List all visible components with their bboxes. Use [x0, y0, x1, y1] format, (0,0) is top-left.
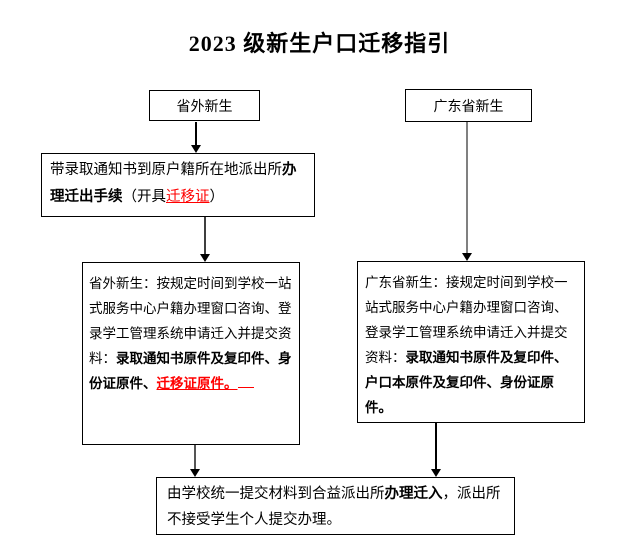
arrow-head-icon [431, 469, 441, 477]
bottom-text-normal-2: ，派出所不接受学生个人提交办理。 [167, 486, 501, 528]
notice-text-normal-2: （开具 [122, 189, 167, 205]
arrow-out-of-province-to-notice [190, 122, 202, 153]
node-school-unified-submission: 由学校统一提交材料到合益派出所办理迁入，派出所不接受学生个人提交办理。 [156, 477, 515, 535]
node-guangdong-materials: 广东省新生：接规定时间到学校一站式服务中心户籍办理窗口咨询、登录学工管理系统申请… [357, 261, 585, 423]
right-main-text-bold: 录取通知书原件及复印件、户口本原件及复印件、身份证原件。 [365, 350, 568, 415]
arrow-head-icon [462, 253, 472, 261]
right-main-text-normal: 广东省新生：接规定时间到学校一站式服务中心户籍办理窗口咨询、登录学工管理系统申请… [365, 275, 568, 365]
page-title: 2023 级新生户口迁移指引 [188, 31, 451, 56]
node-label: 省外新生 [176, 99, 233, 115]
arrow-head-icon [190, 469, 200, 477]
arrow-shaft [435, 423, 437, 470]
node-out-of-province-materials: 省外新生：按规定时间到学校一站式服务中心户籍办理窗口咨询、登录学工管理系统申请迁… [82, 262, 300, 445]
arrow-head-icon [191, 145, 201, 153]
node-label: 广东省新生 [433, 99, 504, 115]
notice-text-red-underline: 迁移证 [166, 189, 210, 205]
arrow-head-icon [200, 254, 210, 262]
notice-text-normal-1: 带录取通知书到原户籍所在地派出所 [50, 162, 282, 178]
bottom-text-normal-1: 由学校统一提交材料到合益派出所 [167, 486, 385, 502]
arrow-shaft [195, 122, 197, 146]
arrow-notice-to-left-main [199, 217, 211, 262]
arrow-shaft [466, 122, 468, 254]
arrow-guangdong-to-right-main [461, 122, 473, 261]
arrow-left-main-to-bottom [189, 445, 201, 477]
arrow-shaft [204, 217, 206, 255]
left-main-text-bold-red-underline: 迁移证原件。 [156, 376, 238, 391]
arrow-right-main-to-bottom [430, 423, 442, 477]
notice-text-bold: 办理迁出手续 [50, 162, 297, 205]
left-main-text-bold: 录取通知书原件及复印件、身份证原件、 [89, 351, 292, 391]
node-guangdong-freshmen: 广东省新生 [405, 89, 532, 122]
left-main-text-normal: 省外新生：按规定时间到学校一站式服务中心户籍办理窗口咨询、登录学工管理系统申请迁… [89, 276, 292, 366]
node-out-of-province-freshmen: 省外新生 [149, 90, 260, 121]
arrow-shaft [194, 445, 196, 470]
bottom-text-bold: 办理迁入 [384, 486, 443, 502]
node-move-out-procedure: 带录取通知书到原户籍所在地派出所办理迁出手续（开具迁移证） [41, 153, 315, 217]
notice-text-normal-3: ） [209, 189, 225, 205]
red-underline-tail [237, 374, 254, 388]
